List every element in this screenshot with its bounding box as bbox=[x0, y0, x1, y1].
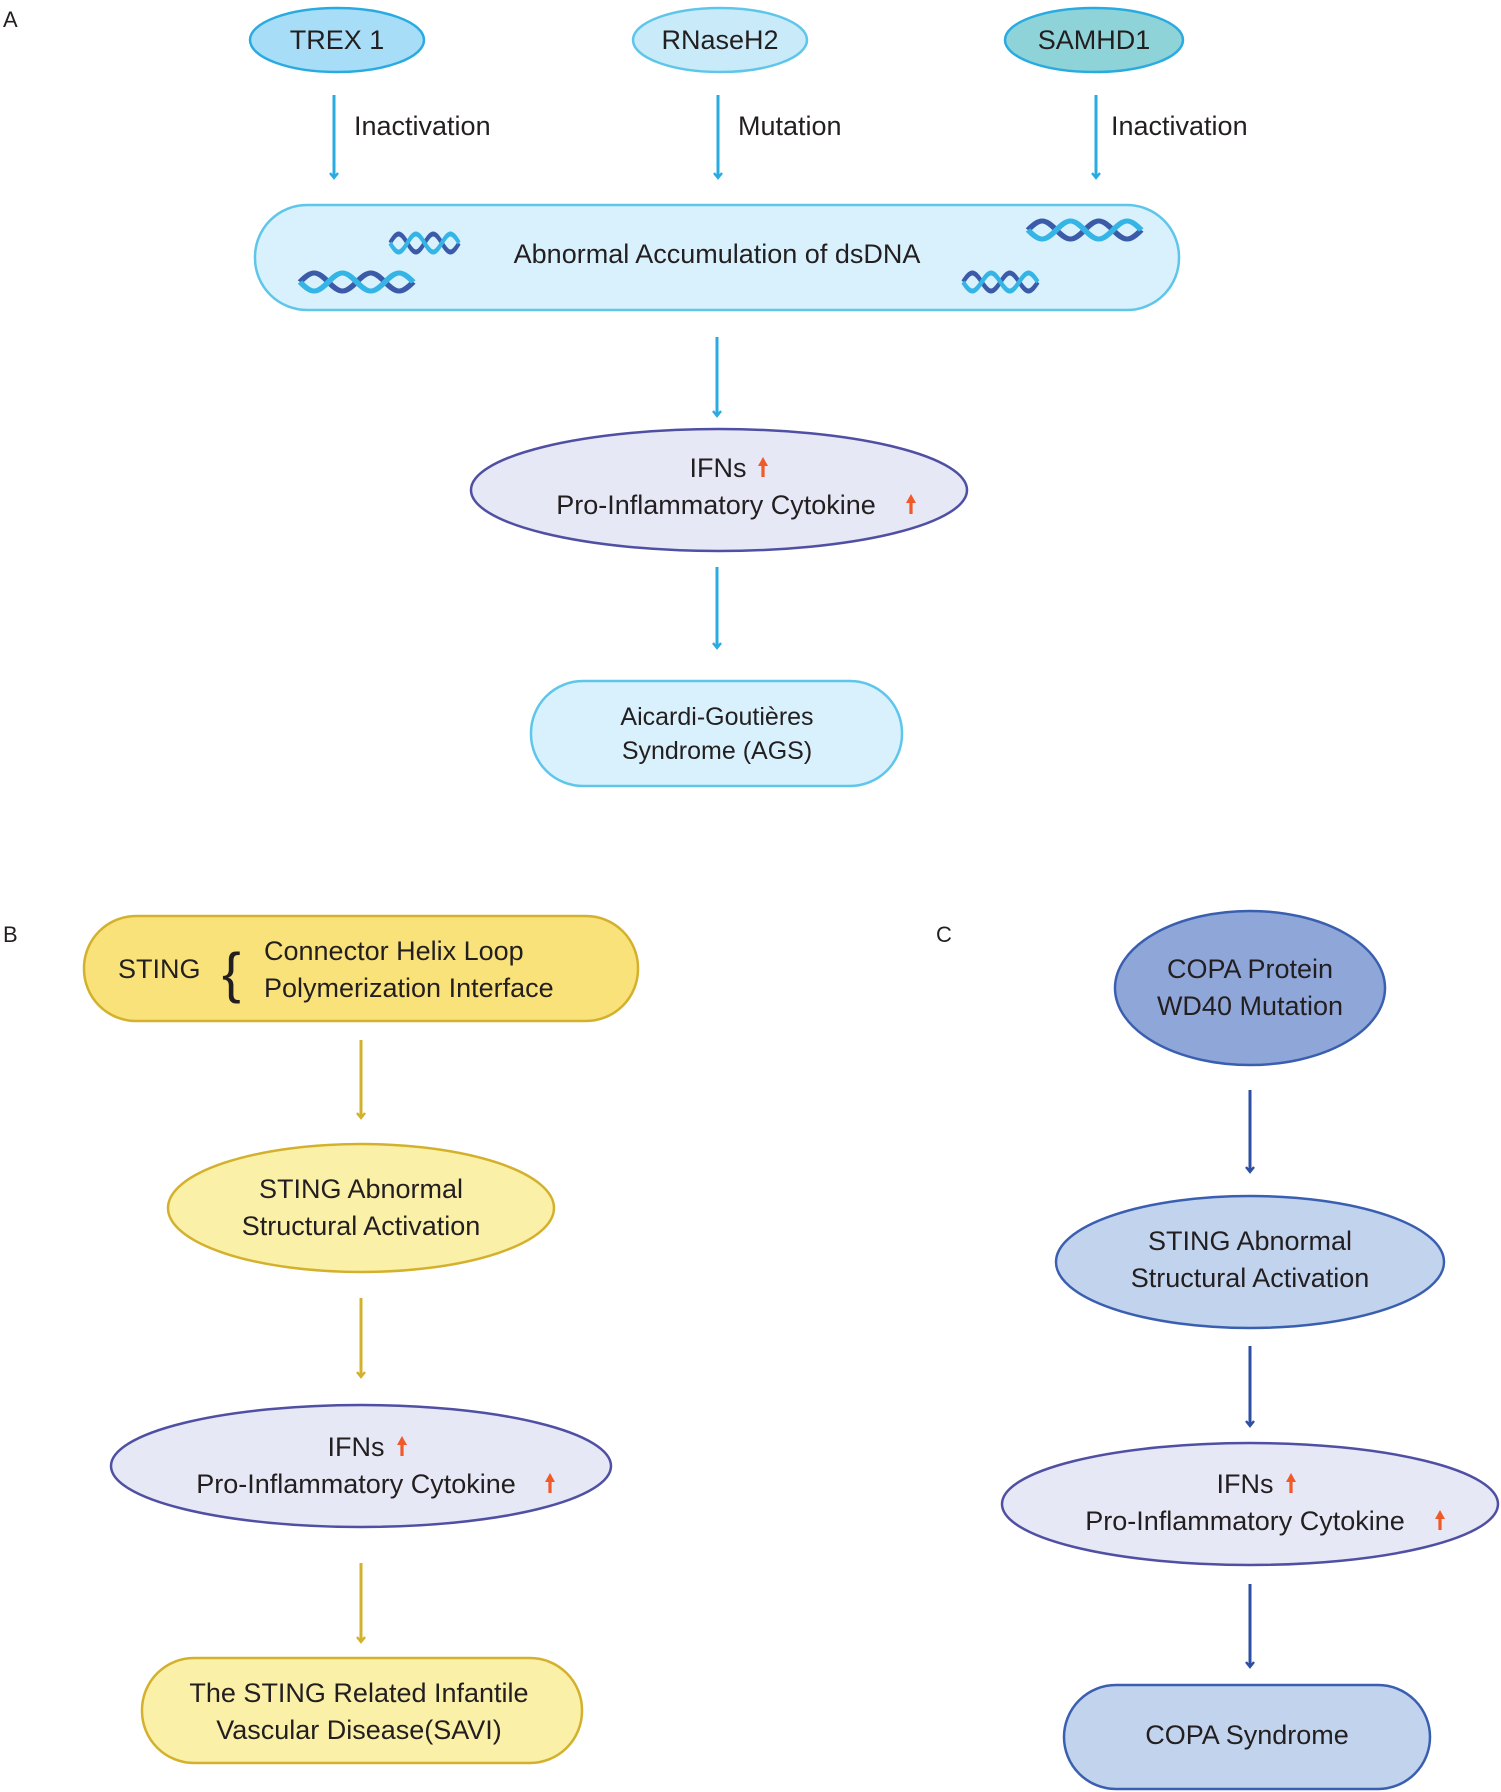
samhd1-node: SAMHD1 bbox=[1003, 6, 1185, 74]
sting-label: STING bbox=[118, 954, 201, 984]
copa-syndrome-label: COPA Syndrome bbox=[1145, 1720, 1349, 1750]
samhd1-arrow-label: Inactivation bbox=[1111, 111, 1248, 141]
ifns-label-c: IFNs bbox=[1217, 1469, 1274, 1499]
activation-line2-b: Structural Activation bbox=[242, 1211, 481, 1241]
trex1-label: TREX 1 bbox=[290, 25, 385, 55]
panel-b-letter: B bbox=[3, 922, 18, 947]
dsdna-accumulation-node: Abnormal Accumulation of dsDNA bbox=[253, 203, 1181, 312]
sting-domain-node: STING { Connector Helix Loop Polymerizat… bbox=[82, 914, 640, 1023]
copa-syndrome-node: COPA Syndrome bbox=[1062, 1683, 1432, 1791]
trex1-arrow-label: Inactivation bbox=[354, 111, 491, 141]
cytokine-label-b: Pro-Inflammatory Cytokine bbox=[196, 1469, 516, 1499]
copa-protein-node: COPA Protein WD40 Mutation bbox=[1113, 909, 1387, 1067]
activation-line2-c: Structural Activation bbox=[1131, 1263, 1370, 1293]
ags-label-line1: Aicardi-Goutières bbox=[620, 703, 813, 731]
rnaseh2-arrow-label: Mutation bbox=[738, 111, 842, 141]
rnaseh2-label: RNaseH2 bbox=[661, 25, 778, 55]
activation-line1-b: STING Abnormal bbox=[259, 1174, 463, 1204]
ifn-cytokine-node-c: IFNs Pro-Inflammatory Cytokine bbox=[1000, 1441, 1500, 1567]
domain-line1: Connector Helix Loop bbox=[264, 936, 524, 966]
trex1-node: TREX 1 bbox=[248, 6, 426, 74]
copa-line1: COPA Protein bbox=[1167, 954, 1333, 984]
savi-outcome-node: The STING Related Infantile Vascular Dis… bbox=[140, 1656, 584, 1765]
sting-activation-node-c: STING Abnormal Structural Activation bbox=[1054, 1194, 1446, 1330]
brace-glyph: { bbox=[222, 941, 241, 1004]
rnaseh2-node: RNaseH2 bbox=[631, 6, 809, 74]
activation-line1-c: STING Abnormal bbox=[1148, 1226, 1352, 1256]
ifns-label-a: IFNs bbox=[690, 453, 747, 483]
cytokine-label-c: Pro-Inflammatory Cytokine bbox=[1085, 1506, 1405, 1536]
panel-a-letter: A bbox=[3, 7, 18, 32]
samhd1-label: SAMHD1 bbox=[1038, 25, 1151, 55]
savi-label-line1: The STING Related Infantile bbox=[189, 1678, 528, 1708]
ifns-label-b: IFNs bbox=[328, 1432, 385, 1462]
copa-line2: WD40 Mutation bbox=[1157, 991, 1343, 1021]
ifn-cytokine-node-b: IFNs Pro-Inflammatory Cytokine bbox=[109, 1403, 613, 1529]
ags-outcome-node: Aicardi-Goutières Syndrome (AGS) bbox=[529, 679, 904, 788]
savi-label-line2: Vascular Disease(SAVI) bbox=[216, 1715, 502, 1745]
panel-c-letter: C bbox=[936, 922, 952, 947]
sting-activation-node-b: STING Abnormal Structural Activation bbox=[166, 1142, 556, 1274]
domain-line2: Polymerization Interface bbox=[264, 973, 554, 1003]
cytokine-label-a: Pro-Inflammatory Cytokine bbox=[556, 490, 876, 520]
dsdna-accumulation-label: Abnormal Accumulation of dsDNA bbox=[514, 239, 921, 269]
ags-label-line2: Syndrome (AGS) bbox=[622, 737, 812, 765]
ifn-cytokine-node-a: IFNs Pro-Inflammatory Cytokine bbox=[469, 427, 969, 553]
